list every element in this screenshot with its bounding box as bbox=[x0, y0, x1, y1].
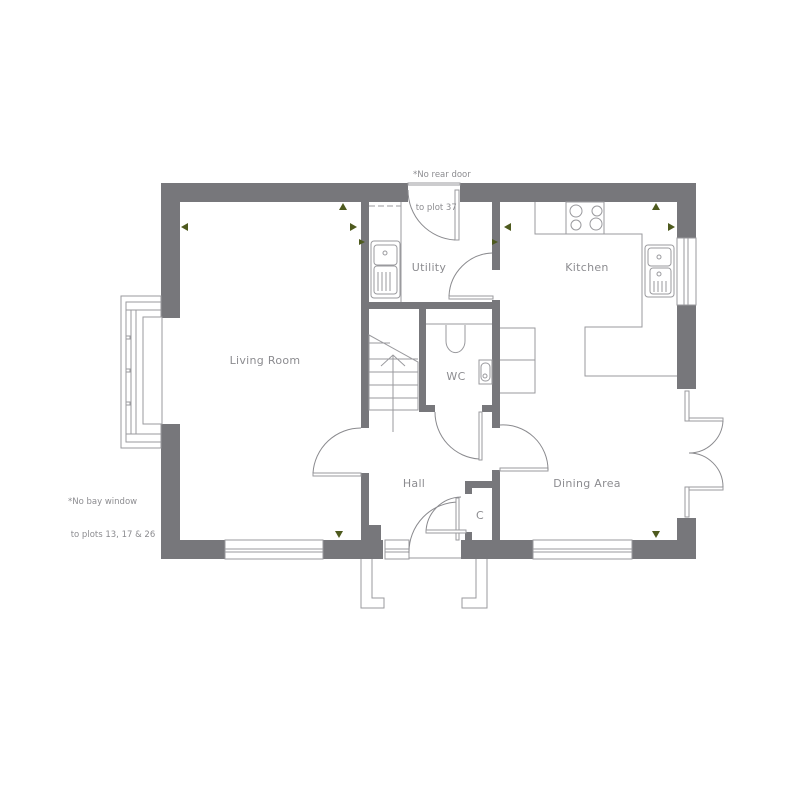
internal-walls bbox=[361, 183, 500, 559]
arrow-up-icon bbox=[339, 203, 347, 210]
room-label-cupboard: C bbox=[476, 509, 484, 522]
arrow-left-icon bbox=[504, 223, 511, 231]
bay-window-note: *No bay window to plots 13, 17 & 26 bbox=[68, 475, 155, 552]
kitchen-units bbox=[500, 202, 677, 394]
toilet-icon bbox=[426, 323, 492, 354]
room-label-wc: WC bbox=[446, 370, 465, 383]
room-label-utility: Utility bbox=[412, 261, 447, 274]
room-label-hall: Hall bbox=[403, 477, 425, 490]
arrow-left-icon bbox=[359, 239, 365, 245]
bay-window-note-line2: to plots 13, 17 & 26 bbox=[68, 530, 156, 540]
doors bbox=[312, 182, 724, 609]
external-walls bbox=[161, 183, 696, 559]
hob-icon bbox=[565, 201, 605, 235]
rear-door-note: *No rear door to plot 37 bbox=[413, 148, 471, 225]
arrow-down-icon bbox=[652, 531, 660, 538]
windows bbox=[224, 237, 697, 560]
basin-icon bbox=[478, 359, 493, 385]
stairs-icon bbox=[368, 334, 419, 432]
sink-icon bbox=[370, 240, 401, 299]
marker-arrows bbox=[181, 203, 675, 538]
utility-units bbox=[369, 202, 402, 302]
arrow-left-icon bbox=[181, 223, 188, 231]
rear-door-note-line2: to plot 37 bbox=[413, 203, 457, 213]
bay-window-icon bbox=[120, 295, 163, 449]
arrow-right-icon bbox=[350, 223, 357, 231]
rear-door-note-line1: *No rear door bbox=[413, 170, 471, 180]
room-label-dining-area: Dining Area bbox=[553, 477, 621, 490]
arrow-right-icon bbox=[492, 239, 498, 245]
room-label-living-room: Living Room bbox=[230, 354, 301, 367]
room-labels: Living Room Utility Kitchen WC Hall C Di… bbox=[230, 261, 621, 522]
arrow-up-icon bbox=[652, 203, 660, 210]
sink-icon bbox=[644, 244, 675, 298]
bay-window-note-line1: *No bay window bbox=[68, 497, 138, 507]
arrow-right-icon bbox=[668, 223, 675, 231]
arrow-down-icon bbox=[335, 531, 343, 538]
room-label-kitchen: Kitchen bbox=[565, 261, 608, 274]
